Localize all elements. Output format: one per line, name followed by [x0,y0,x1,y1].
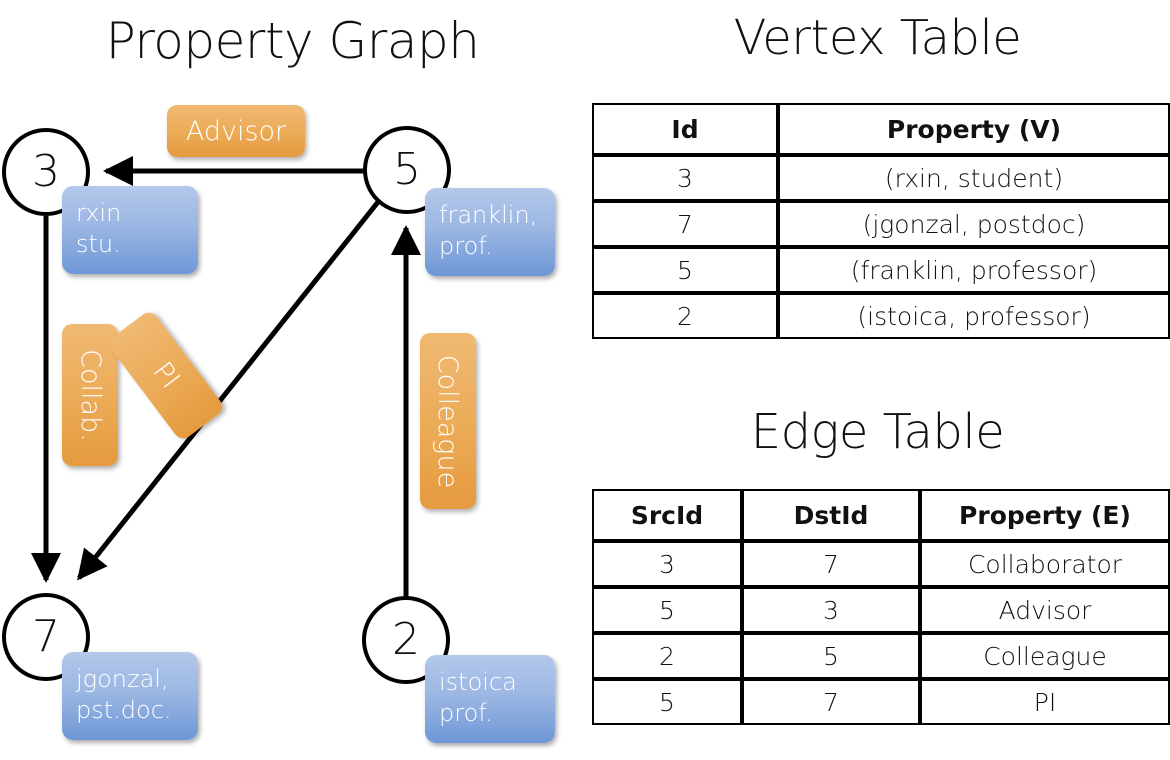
vertex-table-cell-property: (franklin, professor) [778,247,1170,293]
vertex-table-header-row: Id Property (V) [592,103,1170,155]
edge-label-collab-text: Collab. [74,348,106,442]
edge-table: SrcId DstId Property (E) 3 7 Collaborato… [592,489,1170,725]
edge-line-5-to-7 [77,200,380,581]
vertex-table: Id Property (V) 3 (rxin, student) 7 (jgo… [592,103,1170,339]
vertex-property-card-5-line1: franklin, [439,201,538,229]
vertex-table-cell-id: 7 [592,201,778,247]
edge-table-cell-dstid: 7 [742,541,920,587]
page-title-vertex-table: Vertex Table [733,10,1022,66]
edge-table-cell-property: Colleague [920,633,1170,679]
edge-table-cell-property: Collaborator [920,541,1170,587]
vertex-table-cell-property: (rxin, student) [778,155,1170,201]
graph-node-5-label: 5 [393,144,421,195]
vertex-property-card-2: istoica prof. [425,655,555,743]
edge-table-header-srcid: SrcId [592,489,742,541]
edge-table-cell-dstid: 5 [742,633,920,679]
vertex-property-card-3-line2: stu. [76,229,121,258]
graph-edge-lines [31,156,421,596]
table-row: 3 (rxin, student) [592,155,1170,201]
edge-label-colleague-text: Colleague [432,354,464,488]
table-row: 2 (istoica, professor) [592,293,1170,339]
vertex-property-card-3-line1: rxin [76,199,122,227]
vertex-property-card-5-line2: prof. [439,231,493,260]
table-row: 3 7 Collaborator [592,541,1170,587]
edge-table-header-dstid: DstId [742,489,920,541]
graph-node-7-label: 7 [32,611,60,662]
vertex-property-card-7-line1: jgonzal, [76,665,169,693]
vertex-table-cell-property: (istoica, professor) [778,293,1170,339]
property-graph-panel: 3 5 7 2 rxin stu. franklin, prof. jgonza… [2,105,555,743]
graph-node-5[interactable]: 5 [363,126,451,214]
vertex-property-card-7-line2: pst.doc. [76,695,172,724]
vertex-property-card-3: rxin stu. [62,186,198,274]
table-row: 2 5 Colleague [592,633,1170,679]
page-title-property-graph: Property Graph [105,12,480,70]
edge-table-header-property: Property (E) [920,489,1170,541]
table-row: 5 7 PI [592,679,1170,725]
table-row: 5 (franklin, professor) [592,247,1170,293]
table-row: 5 3 Advisor [592,587,1170,633]
edge-label-collab: Collab. [62,324,118,466]
vertex-table-header-id: Id [592,103,778,155]
edge-table-cell-property: Advisor [920,587,1170,633]
graph-node-3-label: 3 [32,146,60,197]
edge-table-cell-srcid: 5 [592,679,742,725]
graph-node-2-label: 2 [392,614,420,665]
vertex-property-card-2-line1: istoica [439,668,517,696]
edge-table-cell-dstid: 3 [742,587,920,633]
table-row: 7 (jgonzal, postdoc) [592,201,1170,247]
vertex-table-cell-id: 5 [592,247,778,293]
vertex-table-cell-property: (jgonzal, postdoc) [778,201,1170,247]
vertex-table-cell-id: 2 [592,293,778,339]
edge-table-cell-srcid: 3 [592,541,742,587]
edge-table-header-row: SrcId DstId Property (E) [592,489,1170,541]
edge-table-cell-dstid: 7 [742,679,920,725]
page-title-edge-table: Edge Table [750,404,1005,460]
vertex-property-card-7: jgonzal, pst.doc. [62,652,198,740]
edge-label-colleague: Colleague [420,333,476,509]
edge-label-pi-text: PI [146,356,186,395]
vertex-property-card-2-line2: prof. [439,698,493,727]
edge-label-advisor-text: Advisor [185,115,287,147]
vertex-table-cell-id: 3 [592,155,778,201]
vertex-property-card-5: franklin, prof. [425,188,555,276]
edge-table-cell-srcid: 5 [592,587,742,633]
edge-label-advisor: Advisor [167,105,305,157]
graph-node-2[interactable]: 2 [362,596,450,684]
edge-table-cell-srcid: 2 [592,633,742,679]
edge-table-cell-property: PI [920,679,1170,725]
vertex-table-header-property: Property (V) [778,103,1170,155]
